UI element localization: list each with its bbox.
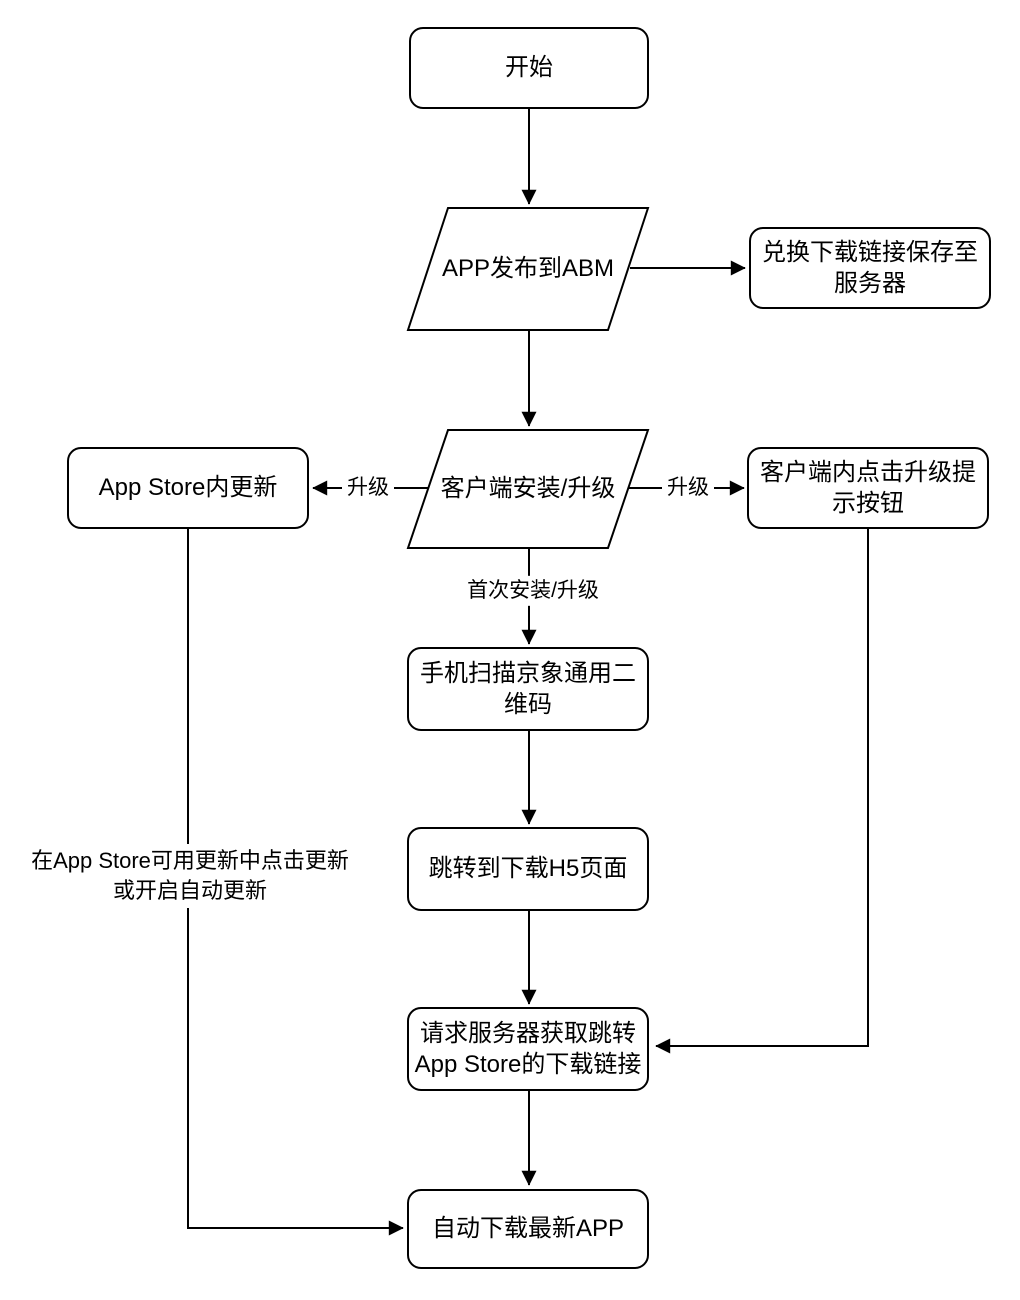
edge-client-to-request (655, 528, 869, 1054)
upgrade-right-edge-label: 升级 (662, 472, 714, 504)
auto-node-shape (407, 1189, 649, 1269)
request-node-shape (407, 1007, 649, 1091)
start-node-shape (409, 27, 649, 109)
appstore-update-note-label: 在App Store可用更新中点击更新 或开启自动更新 (25, 844, 355, 908)
first-install-edge-label: 首次安装/升级 (462, 575, 604, 607)
scan-node-shape (407, 647, 649, 731)
scan-node-label: 手机扫描京象通用二 维码 (420, 659, 636, 718)
publish-node-shape (406, 207, 650, 331)
start-node-label: 开始 (505, 54, 553, 82)
h5-node-label: 跳转到下载H5页面 (428, 855, 628, 883)
exchange-node-label: 兑换下载链接保存至 服务器 (762, 238, 978, 297)
edge-appstore-to-auto (187, 527, 404, 1236)
install-node-shape (406, 429, 650, 549)
exchange-node-shape (749, 227, 991, 309)
client-node-shape (747, 447, 989, 529)
client-node-label: 客户端内点击升级提 示按钮 (760, 458, 976, 517)
publish-node-label: APP发布到ABM (441, 255, 615, 283)
h5-node-shape (407, 827, 649, 911)
request-node-label: 请求服务器获取跳转 App Store的下载链接 (414, 1019, 642, 1078)
auto-node-label: 自动下载最新APP (431, 1215, 625, 1243)
appstore-node-shape (67, 447, 309, 529)
appstore-node-label: App Store内更新 (98, 474, 278, 502)
install-node-label: 客户端安装/升级 (440, 475, 616, 503)
upgrade-left-edge-label: 升级 (342, 472, 394, 504)
